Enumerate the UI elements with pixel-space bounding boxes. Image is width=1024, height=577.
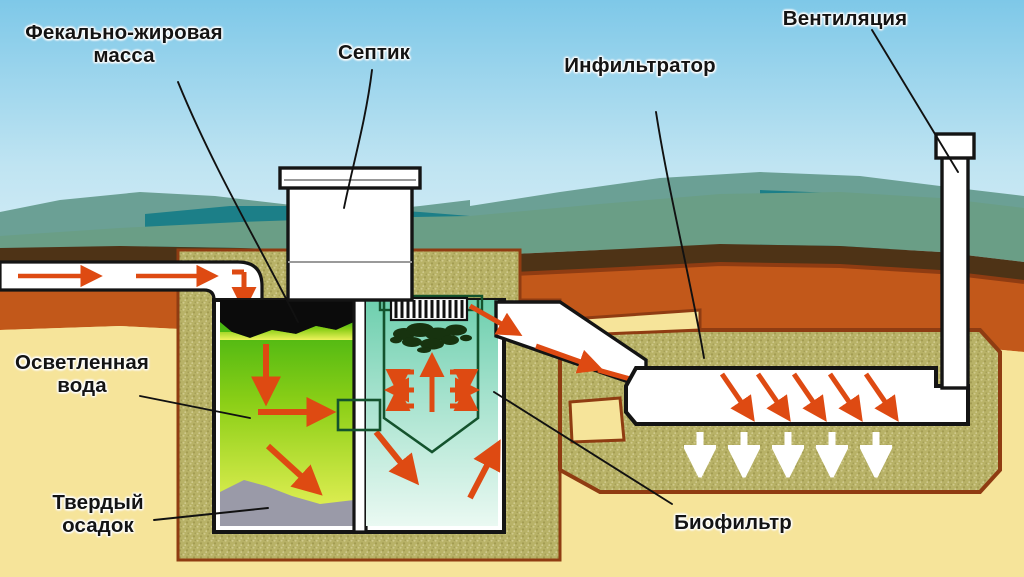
label-septic-tank: Септик: [337, 41, 411, 64]
biofilter-grating: [389, 296, 469, 322]
infiltrator-red-arrows: [719, 372, 899, 422]
biofilter-outer-flow-arrows: [373, 430, 501, 500]
chamber-transfer-window: [336, 398, 382, 432]
leader-biofilter: [493, 391, 673, 505]
leader-infiltrator: [655, 111, 705, 359]
leader-solid-sediment: [153, 507, 269, 521]
infiltrator-white-seepage-arrows: [700, 432, 876, 462]
label-ventilation: Вентиляция: [782, 7, 908, 30]
sand-pocket-b: [568, 396, 626, 444]
leader-ventilation: [871, 29, 959, 173]
chamber-divider-wall: [352, 298, 368, 534]
label-clarified-water: Осветленная вода: [15, 351, 149, 397]
leader-lines: [139, 29, 959, 521]
ventilation-stack-pipe: [940, 150, 970, 390]
settling-liquid-top-edge: [220, 322, 354, 340]
solid-sediment-sludge: [220, 480, 354, 526]
label-fecal-fat-mass: Фекально-жировая масса: [25, 21, 223, 67]
label-infiltrator: Инфильтратор: [564, 54, 716, 77]
turf-layer: [0, 192, 1024, 262]
biofilter-circulation-arrows: [383, 351, 481, 412]
leader-septic: [343, 69, 373, 209]
settling-chamber-flow-arrows: [251, 344, 337, 496]
leader-fecal-fat-mass: [177, 81, 299, 323]
septic-riser-shaft: [286, 184, 414, 302]
biofilter-media: [390, 323, 472, 353]
scum-crust-layer: [220, 300, 354, 338]
leader-clarified-water: [139, 395, 251, 419]
label-biofilter: Биофильтр: [674, 511, 792, 534]
label-solid-sediment: Твердый осадок: [52, 491, 144, 537]
